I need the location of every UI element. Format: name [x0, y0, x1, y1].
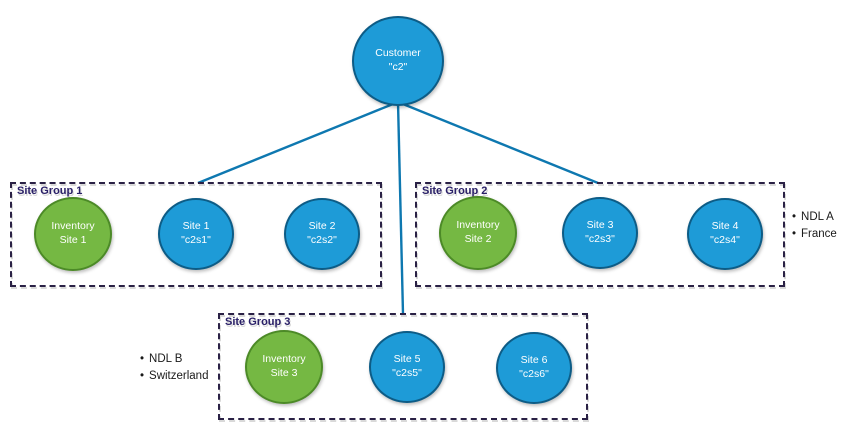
site-group-2-annotation: • NDL A • France — [792, 209, 837, 244]
annotation-item: • NDL A — [792, 209, 837, 226]
site-1-node: Site 1 "c2s1" — [158, 198, 234, 270]
node-label: Site 5 — [393, 353, 421, 366]
inventory-site-1-node: Inventory Site 1 — [34, 197, 112, 271]
node-label: Inventory — [262, 353, 306, 366]
site-group-3-annotation: • NDL B • Switzerland — [140, 351, 208, 386]
node-sublabel: Site 3 — [270, 367, 298, 379]
node-sublabel: Site 2 — [464, 233, 492, 245]
bullet-icon: • — [140, 370, 145, 383]
site-group-3-box: Site Group 3 — [218, 313, 588, 420]
site-group-2-title: Site Group 2 — [422, 185, 488, 197]
bullet-icon: • — [140, 353, 145, 365]
site-6-node: Site 6 "c2s6" — [496, 332, 572, 404]
node-label: Site 3 — [586, 219, 614, 232]
node-label: Site 6 — [520, 354, 548, 367]
site-group-1-title: Site Group 1 — [17, 185, 83, 197]
node-sublabel: "c2s3" — [585, 233, 615, 245]
inventory-site-2-node: Inventory Site 2 — [439, 196, 517, 270]
annotation-text: Switzerland — [149, 370, 209, 383]
site-group-3-title: Site Group 3 — [225, 316, 291, 328]
bullet-icon: • — [792, 228, 797, 241]
node-sublabel: "c2s4" — [710, 234, 740, 246]
inventory-site-3-node: Inventory Site 3 — [245, 330, 323, 404]
customer-node: Customer "c2" — [352, 16, 444, 106]
annotation-text: France — [801, 228, 837, 241]
node-sublabel: "c2s1" — [181, 234, 211, 246]
annotation-text: NDL A — [801, 211, 834, 223]
connector-line-customer-to-group2 — [397, 100, 599, 185]
annotation-item: • France — [792, 226, 837, 243]
site-3-node: Site 3 "c2s3" — [562, 197, 638, 269]
node-label: Inventory — [51, 220, 95, 233]
customer-node-label: Customer — [375, 47, 421, 60]
node-label: Site 1 — [182, 220, 210, 233]
site-group-1-box: Site Group 1 — [10, 182, 382, 287]
node-label: Inventory — [456, 219, 500, 232]
site-5-node: Site 5 "c2s5" — [369, 331, 445, 403]
node-sublabel: "c2s5" — [392, 367, 422, 379]
connector-line-customer-to-group3 — [396, 101, 405, 315]
node-label: Site 2 — [308, 220, 336, 233]
site-4-node: Site 4 "c2s4" — [687, 198, 763, 270]
annotation-text: NDL B — [149, 353, 183, 365]
connector-line-customer-to-group1 — [197, 100, 399, 185]
site-2-node: Site 2 "c2s2" — [284, 198, 360, 270]
node-sublabel: Site 1 — [59, 234, 87, 246]
node-sublabel: "c2s6" — [519, 368, 549, 380]
bullet-icon: • — [792, 211, 797, 223]
customer-node-sublabel: "c2" — [388, 61, 408, 73]
annotation-item: • Switzerland — [140, 368, 208, 385]
node-label: Site 4 — [711, 220, 739, 233]
site-group-2-box: Site Group 2 — [415, 182, 785, 287]
node-sublabel: "c2s2" — [307, 234, 337, 246]
annotation-item: • NDL B — [140, 351, 208, 368]
